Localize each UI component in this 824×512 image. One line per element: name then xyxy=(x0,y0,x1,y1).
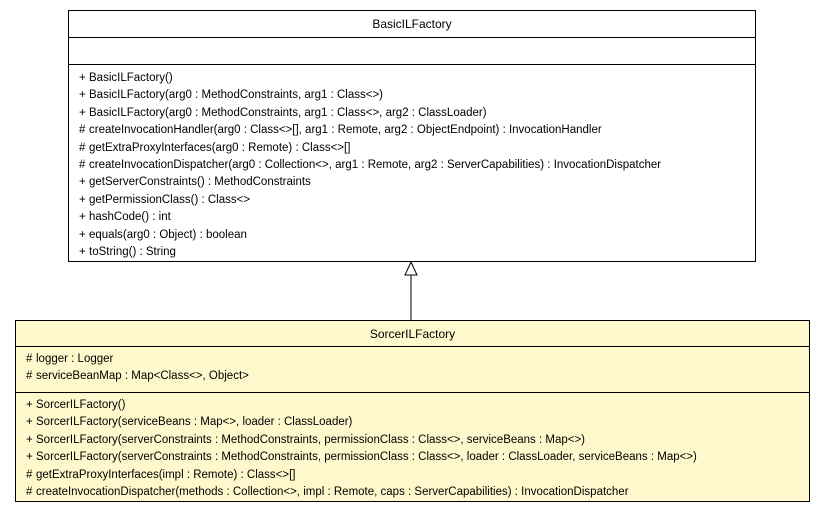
visibility-marker: + xyxy=(79,228,86,241)
attribute-signature: serviceBeanMap : Map<Class<>, Object> xyxy=(36,370,249,383)
visibility-marker: # xyxy=(79,124,86,137)
class-name: BasicILFactory xyxy=(69,11,755,38)
operation-signature: createInvocationDispatcher(arg0 : Collec… xyxy=(89,158,662,171)
operations-compartment: +SorcerILFactory()+SorcerILFactory(servi… xyxy=(16,393,809,503)
class-name: SorcerILFactory xyxy=(16,321,809,347)
visibility-marker: + xyxy=(79,89,86,102)
operation-signature: BasicILFactory() xyxy=(89,72,173,84)
visibility-marker: + xyxy=(79,72,86,84)
operation-row: #getExtraProxyInterfaces(impl : Remote) … xyxy=(26,467,809,484)
operation-signature: toString() : String xyxy=(89,245,176,258)
operation-row: #createInvocationDispatcher(methods : Co… xyxy=(26,484,809,501)
operation-signature: SorcerILFactory(serverConstraints : Meth… xyxy=(36,433,586,446)
operation-row: +BasicILFactory() xyxy=(79,70,755,87)
visibility-marker: + xyxy=(79,211,86,224)
visibility-marker: + xyxy=(26,416,33,429)
visibility-marker: # xyxy=(79,158,86,171)
operation-signature: BasicILFactory(arg0 : MethodConstraints,… xyxy=(89,106,487,119)
attributes-compartment xyxy=(69,38,755,65)
operation-row: +SorcerILFactory() xyxy=(26,397,809,414)
visibility-marker: + xyxy=(79,106,86,119)
operation-row: +SorcerILFactory(serviceBeans : Map<>, l… xyxy=(26,414,809,431)
inheritance-arrowhead xyxy=(404,260,418,276)
operation-signature: BasicILFactory(arg0 : MethodConstraints,… xyxy=(89,89,384,102)
operation-row: +SorcerILFactory(serverConstraints : Met… xyxy=(26,449,809,466)
operation-signature: equals(arg0 : Object) : boolean xyxy=(89,228,247,241)
operation-row: +BasicILFactory(arg0 : MethodConstraints… xyxy=(79,87,755,104)
operation-signature: hashCode() : int xyxy=(89,211,171,224)
class-basic-il-factory[interactable]: BasicILFactory +BasicILFactory()+BasicIL… xyxy=(68,10,756,262)
visibility-marker: + xyxy=(26,399,33,411)
operation-signature: SorcerILFactory(serverConstraints : Meth… xyxy=(36,451,697,464)
visibility-marker: + xyxy=(26,451,33,464)
operation-row: #getExtraProxyInterfaces(arg0 : Remote) … xyxy=(79,140,755,157)
visibility-marker: # xyxy=(79,141,86,154)
attribute-row: #serviceBeanMap : Map<Class<>, Object> xyxy=(26,368,809,385)
visibility-marker: # xyxy=(26,485,33,498)
operation-row: +BasicILFactory(arg0 : MethodConstraints… xyxy=(79,105,755,122)
operations-compartment: +BasicILFactory()+BasicILFactory(arg0 : … xyxy=(69,65,755,263)
class-sorcer-il-factory[interactable]: SorcerILFactory #logger : Logger#service… xyxy=(15,320,810,502)
operation-signature: getExtraProxyInterfaces(impl : Remote) :… xyxy=(36,468,296,481)
operation-signature: SorcerILFactory() xyxy=(36,399,126,411)
operation-row: +getPermissionClass() : Class<> xyxy=(79,192,755,209)
operation-signature: getPermissionClass() : Class<> xyxy=(89,193,251,206)
visibility-marker: # xyxy=(26,370,33,383)
operation-row: #createInvocationHandler(arg0 : Class<>[… xyxy=(79,122,755,139)
operation-signature: createInvocationHandler(arg0 : Class<>[]… xyxy=(89,124,602,137)
operation-signature: createInvocationDispatcher(methods : Col… xyxy=(36,485,629,498)
operation-row: +SorcerILFactory(serverConstraints : Met… xyxy=(26,432,809,449)
operation-signature: getServerConstraints() : MethodConstrain… xyxy=(89,176,311,189)
visibility-marker: + xyxy=(26,433,33,446)
operation-row: +getServerConstraints() : MethodConstrai… xyxy=(79,174,755,191)
operation-row: #createInvocationDispatcher(arg0 : Colle… xyxy=(79,157,755,174)
operation-row: +toString() : String xyxy=(79,244,755,261)
operation-signature: getExtraProxyInterfaces(arg0 : Remote) :… xyxy=(89,141,351,154)
operation-row: +hashCode() : int xyxy=(79,209,755,226)
visibility-marker: + xyxy=(79,193,86,206)
operation-row: +equals(arg0 : Object) : boolean xyxy=(79,227,755,244)
visibility-marker: + xyxy=(79,176,86,189)
attributes-compartment: #logger : Logger#serviceBeanMap : Map<Cl… xyxy=(16,347,809,393)
attribute-signature: logger : Logger xyxy=(36,353,114,365)
operation-signature: SorcerILFactory(serviceBeans : Map<>, lo… xyxy=(36,416,353,429)
visibility-marker: # xyxy=(26,468,33,481)
visibility-marker: # xyxy=(26,353,33,365)
visibility-marker: + xyxy=(79,245,86,258)
attribute-row: #logger : Logger xyxy=(26,351,809,368)
